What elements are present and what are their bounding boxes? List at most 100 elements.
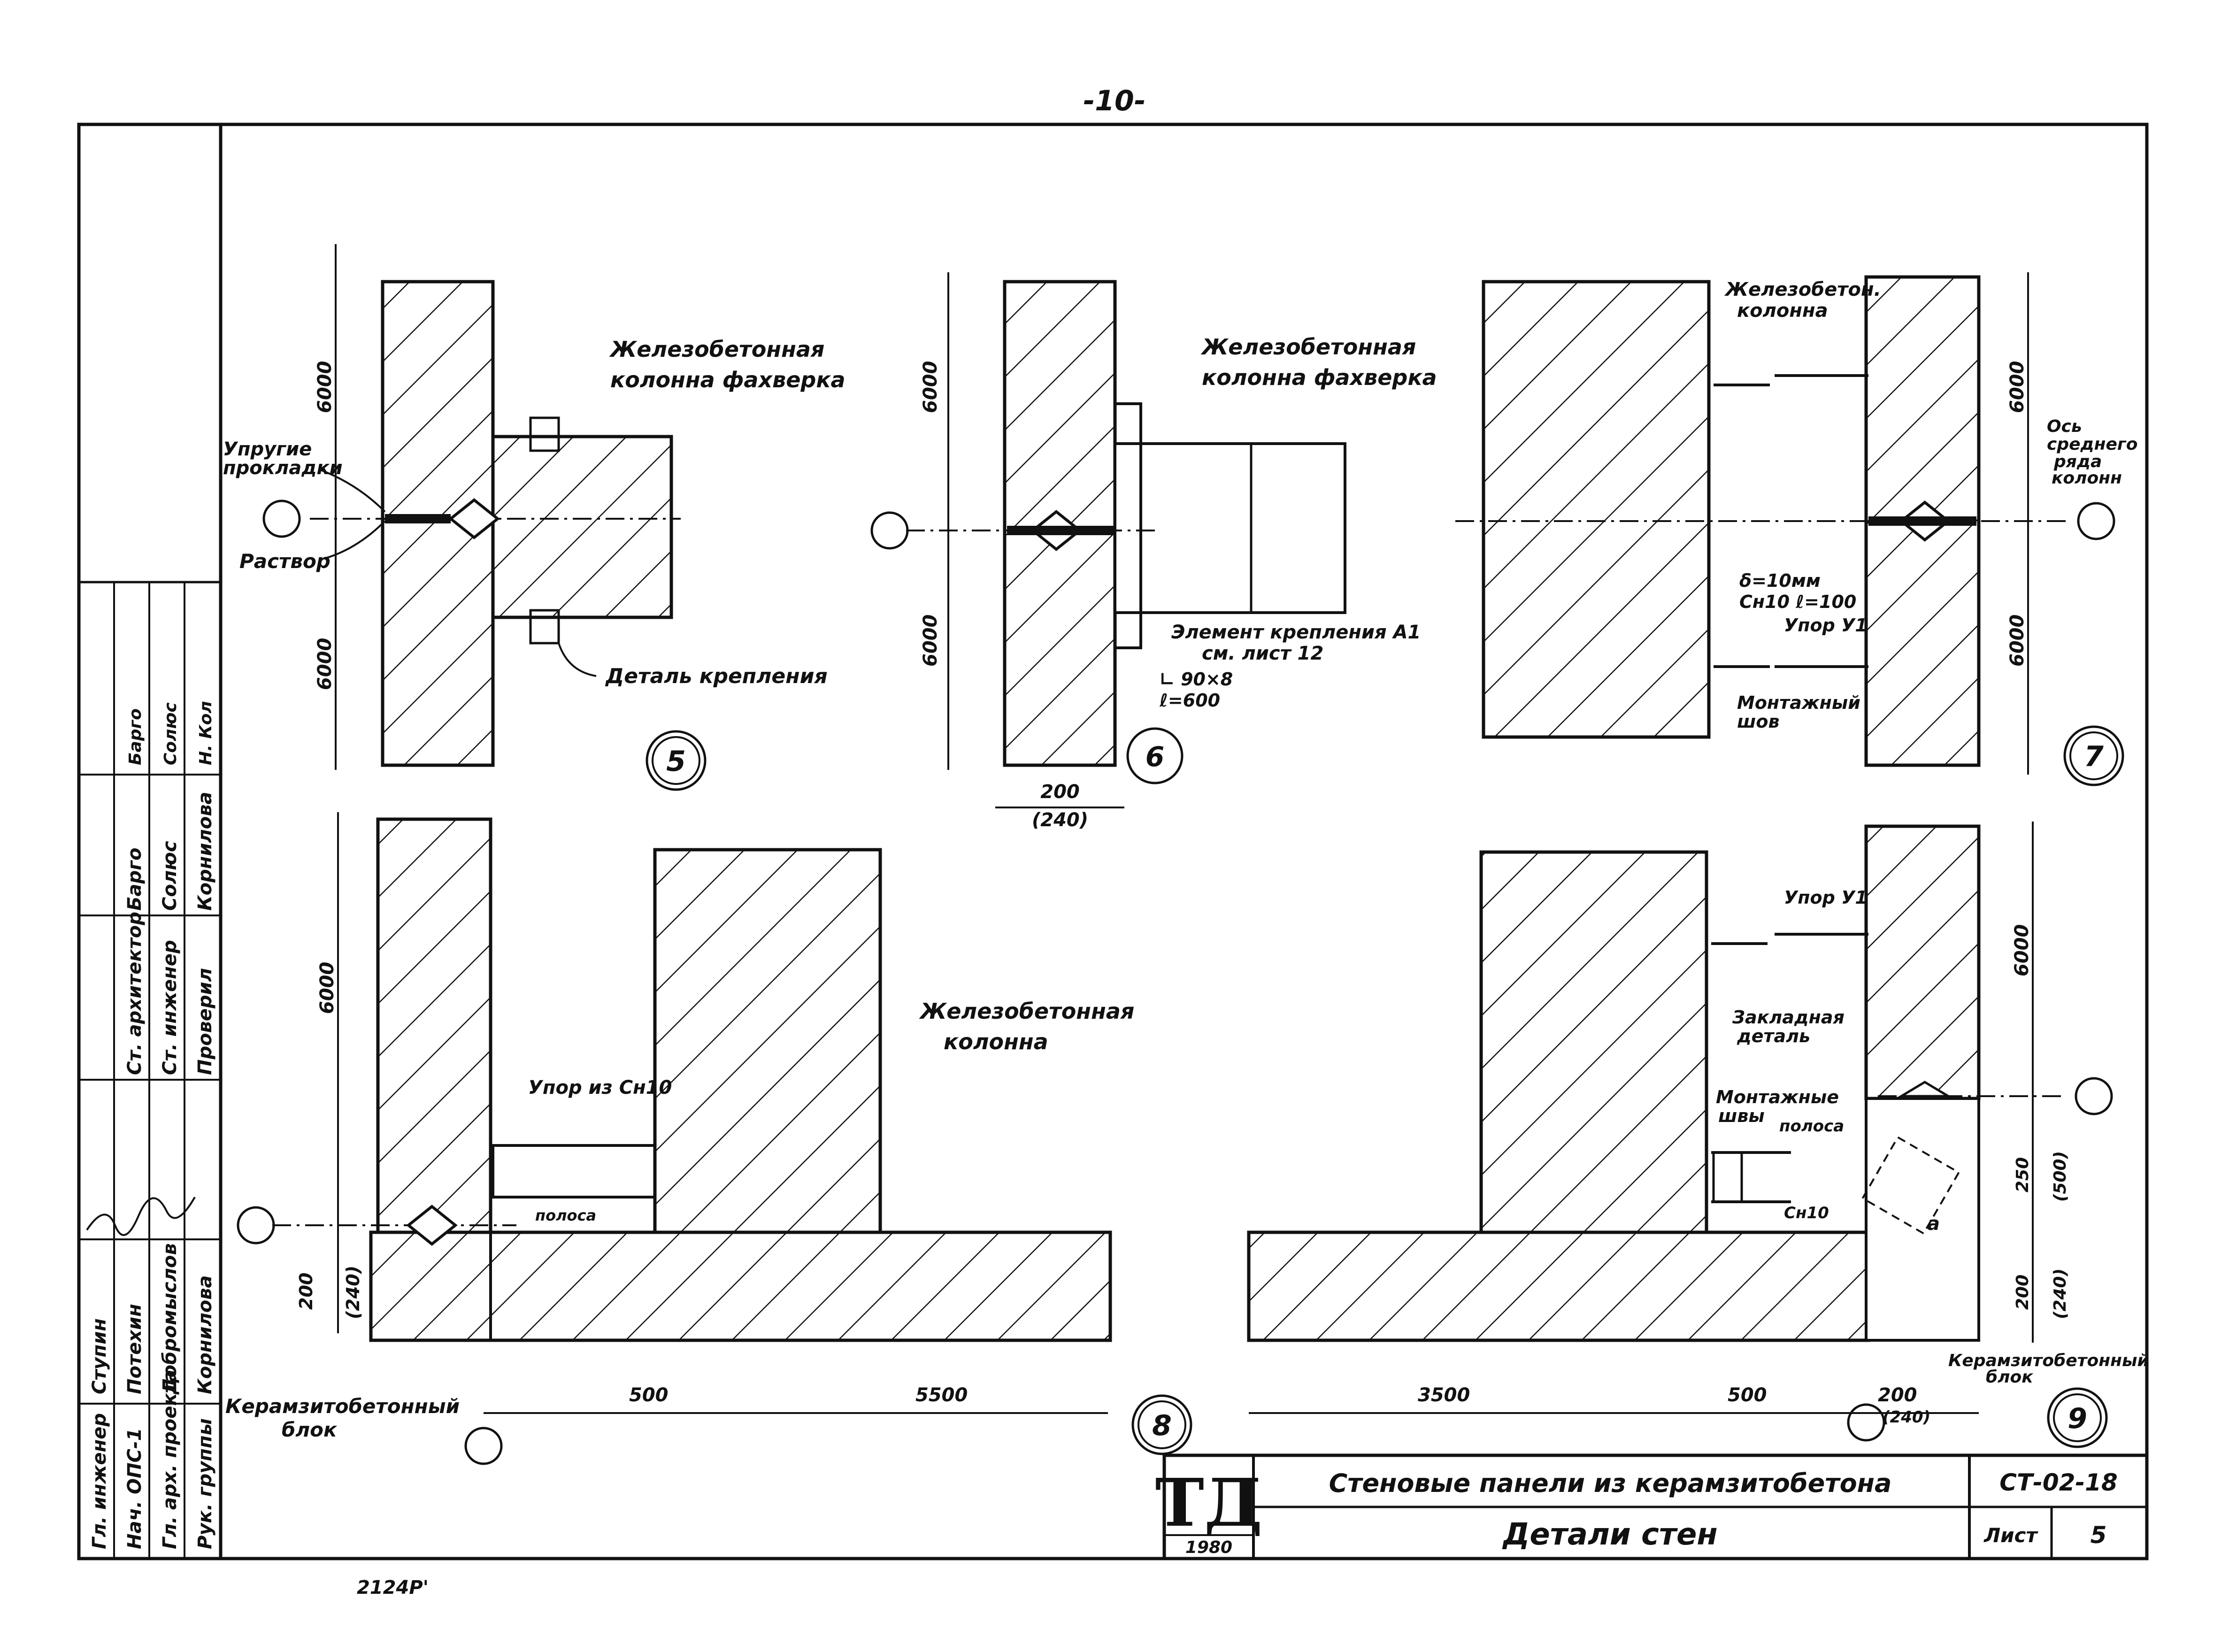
mortar-joint-7	[1868, 516, 1976, 526]
label-strip-9: полоса	[1779, 1117, 1844, 1136]
dim-500-9: (500)	[2051, 1151, 2070, 1202]
dim-width-alt-6: (240)	[1032, 809, 1088, 831]
label-welds-9a: Монтажные	[1716, 1087, 1839, 1107]
detail-number-6: 6	[1145, 741, 1164, 773]
column-9	[1479, 850, 1708, 1234]
label-column-5b: колонна фахверка	[610, 367, 845, 392]
detail-callout-8	[1131, 1394, 1192, 1455]
name-solyus: Солюс	[159, 841, 181, 911]
stamp-bottom: 2124Р'	[357, 1577, 429, 1598]
label-pads-5a: Упругие	[223, 438, 312, 460]
dim-3500-9: 3500	[1418, 1384, 1470, 1406]
label-axis-7b: среднего	[2047, 435, 2137, 454]
label-angle-6: ∟ 90×8	[1160, 669, 1233, 690]
detail-8: 6000 200 (240) 500 5500 Железобетонная к…	[225, 812, 1192, 1465]
label-element-6a: Элемент крепления А1	[1171, 622, 1421, 643]
axis-marker-5	[262, 499, 301, 538]
floor-slab-8	[369, 1230, 1112, 1342]
dim-200h-9: 200	[1878, 1384, 1917, 1406]
signature-2: Солюс	[161, 702, 180, 765]
label-welds-9b: швы	[1718, 1106, 1765, 1126]
label-plate-7: δ=10мм	[1739, 570, 1821, 591]
role-senior-engineer: Ст. инженер	[159, 940, 181, 1075]
label-column-7b: колонна	[1737, 300, 1828, 322]
label-stop-9: Упор У1	[1784, 887, 1868, 908]
axis-marker-7	[2077, 502, 2115, 540]
title-main: Стеновые панели из керамзитобетона	[1329, 1468, 1892, 1498]
title-sheet-label: Лист	[1983, 1524, 2038, 1547]
fastener-top-5	[529, 416, 560, 452]
label-column-8a: Железобетонная	[919, 999, 1134, 1024]
detail-callout-8-inner	[1138, 1400, 1186, 1449]
axis-marker-8	[237, 1206, 275, 1245]
detail-callout-7-inner	[2069, 731, 2118, 780]
label-length-6: ℓ=600	[1159, 690, 1220, 711]
mortar-joint-6	[1007, 526, 1115, 535]
detail-number-8: 8	[1152, 1409, 1172, 1442]
name-stupin: Ступин	[89, 1318, 110, 1394]
label-column-8b: колонна	[944, 1029, 1048, 1054]
label-channel-7: Сн10 ℓ=100	[1739, 592, 1856, 612]
dim-bottom-7: 6000	[2006, 615, 2028, 667]
role-group-leader: Рук. группы	[194, 1418, 216, 1549]
name-potekhin: Потехин	[124, 1304, 146, 1394]
label-axis-7d: колонн	[2052, 469, 2122, 488]
leaders-5	[319, 469, 597, 677]
brackets-7	[1714, 374, 1868, 668]
dim-500h-9: 500	[1728, 1384, 1767, 1406]
dim-height-8: 6000	[316, 962, 338, 1014]
signature-3: Н. Кол	[196, 701, 215, 765]
label-pads-5b: прокладки	[223, 457, 343, 479]
detail-callout-5	[646, 730, 707, 791]
mortar-joint-5	[385, 514, 451, 523]
dim-240-8: (240)	[343, 1266, 363, 1319]
label-axis-7c: ряда	[2053, 452, 2102, 471]
title-sheet-number: 5	[2091, 1521, 2107, 1549]
detail-callout-7	[2063, 725, 2124, 786]
label-block-9a: Керамзитобетонный	[1948, 1351, 2149, 1370]
dim-500-8: 500	[629, 1384, 669, 1406]
label-column-6a: Железобетонная	[1200, 334, 1416, 360]
title-code: СТ-02-18	[1999, 1469, 2117, 1496]
handwritten-signature	[86, 1197, 196, 1236]
label-channel-9: Сн10	[1784, 1204, 1829, 1222]
label-element-6b: см. лист 12	[1202, 643, 1323, 664]
logo-td: ТД	[1155, 1465, 1263, 1542]
dim-bottom-5: 6000	[314, 638, 336, 690]
detail-number-7: 7	[2084, 740, 2104, 773]
axis-marker-6	[870, 511, 909, 550]
column-7	[1482, 280, 1711, 739]
label-embedded-9a: Закладная	[1732, 1007, 1845, 1028]
label-strip-8: полоса	[535, 1206, 596, 1224]
label-weld-7b: шов	[1737, 711, 1780, 732]
title-year: 1980	[1185, 1538, 1232, 1557]
role-chief-engineer: Гл. инженер	[89, 1413, 110, 1549]
brackets-9	[1711, 933, 1868, 1203]
axis-marker-9	[2075, 1077, 2113, 1115]
name-kornilova: Корнилова	[194, 1275, 216, 1394]
channel-9	[1712, 1151, 1743, 1203]
detail-callout-6	[1126, 727, 1184, 784]
axis-marker-8b	[464, 1427, 503, 1465]
title-sub: Детали стен	[1502, 1517, 1717, 1552]
joint-seal-8	[406, 1205, 458, 1246]
detail-9: a 6000 250 (500) 200 (240) 3500 500 200 …	[1247, 822, 2149, 1448]
floor-slab-9	[1247, 1230, 1870, 1342]
fastener-bottom-5	[529, 609, 560, 645]
label-weld-7a: Монтажный	[1737, 692, 1860, 713]
dim-240h-9: (240)	[1883, 1408, 1930, 1427]
signature-1: Барго	[126, 708, 145, 765]
label-a-9: a	[1927, 1213, 1940, 1235]
role-senior-architect: Ст. архитектор	[124, 912, 146, 1075]
label-block-8b: блок	[282, 1418, 338, 1441]
detail-6: 6000 6000 200 (240) Железобетонная колон…	[870, 272, 1437, 831]
name-kornilova-2: Корнилова	[194, 791, 216, 911]
role-checked: Проверил	[194, 968, 216, 1075]
axis-marker-9b	[1847, 1403, 1885, 1442]
dim-6000-9: 6000	[2011, 924, 2033, 976]
dim-200-8: 200	[296, 1273, 316, 1310]
title-block: ТД 1980 Стеновые панели из керамзитобето…	[1155, 1453, 2149, 1560]
dim-200v-9: 200	[2013, 1275, 2032, 1310]
dim-250-9: 250	[2013, 1157, 2032, 1192]
